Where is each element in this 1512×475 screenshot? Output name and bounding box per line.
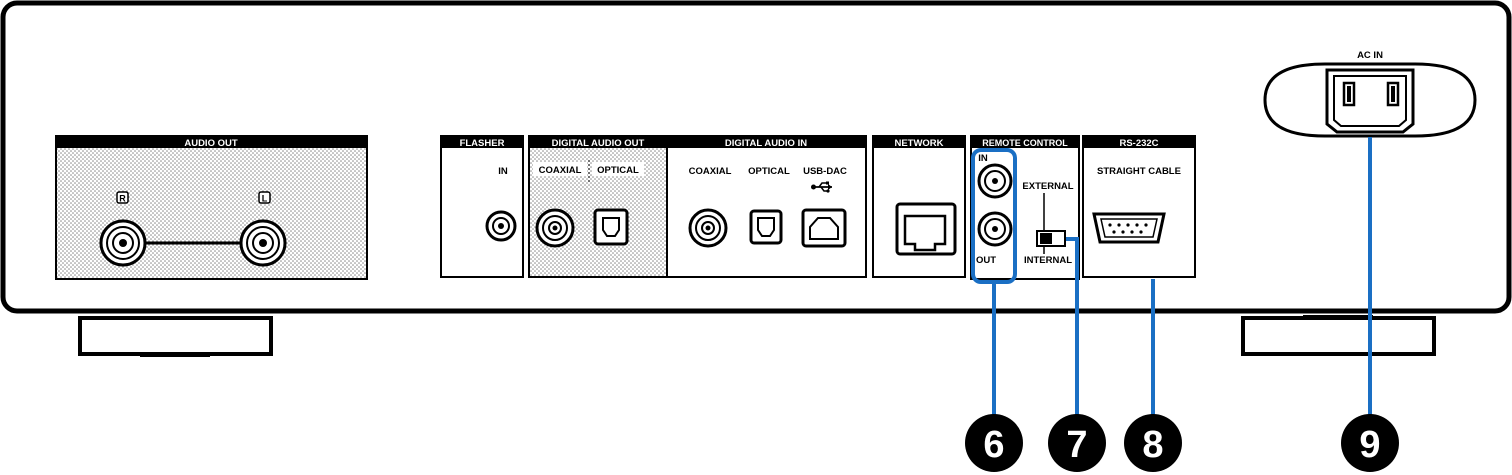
callout-9-number: 9 [1359, 424, 1380, 466]
remote-out-jack[interactable] [977, 211, 1013, 247]
callout-7-number: 7 [1066, 424, 1087, 466]
audio-out-panel: AUDIO OUT R L [55, 135, 368, 280]
usb-dac-port[interactable] [801, 208, 847, 248]
digital-audio-in-panel: DIGITAL AUDIO IN COAXIAL OPTICAL USB-DAC [666, 135, 867, 278]
network-panel: NETWORK [872, 135, 966, 278]
rca-jack-right[interactable] [99, 219, 147, 267]
callout-7: 7 [1048, 414, 1106, 472]
callout-lines [971, 137, 1372, 428]
callout-6: 6 [965, 414, 1023, 472]
flasher-in-jack[interactable] [485, 210, 517, 242]
digital-in-optical-jack[interactable] [749, 209, 783, 245]
digital-audio-out-panel: DIGITAL AUDIO OUT COAXIAL OPTICAL [528, 135, 668, 278]
rs232c-panel: RS-232C STRAIGHT CABLE [1082, 135, 1196, 278]
rs232c-straight-cable-label: STRAIGHT CABLE [1097, 166, 1181, 177]
digital-in-coaxial-label: COAXIAL [689, 166, 732, 177]
network-header: NETWORK [894, 138, 943, 149]
remote-internal-label: INTERNAL [1024, 255, 1072, 266]
ac-in-label: AC IN [1357, 50, 1383, 61]
remote-out-label: OUT [976, 255, 996, 266]
rs232c-port[interactable] [1092, 212, 1166, 244]
digital-audio-in-header: DIGITAL AUDIO IN [725, 138, 807, 149]
remote-in-jack[interactable] [977, 163, 1013, 199]
rca-jack-left[interactable] [239, 219, 287, 267]
digital-out-coaxial-jack[interactable] [535, 208, 575, 248]
remote-in-label: IN [978, 153, 988, 164]
rs232c-header: RS-232C [1119, 138, 1158, 149]
flasher-in-label: IN [498, 166, 508, 177]
digital-out-optical-label: OPTICAL [597, 165, 639, 176]
audio-out-l-label: L [262, 194, 268, 204]
digital-in-optical-label: OPTICAL [748, 166, 790, 177]
remote-external-label: EXTERNAL [1022, 181, 1073, 192]
audio-out-header: AUDIO OUT [184, 138, 238, 149]
callout-7-leader [1066, 237, 1079, 428]
digital-audio-out-header: DIGITAL AUDIO OUT [552, 138, 645, 149]
remote-control-header: REMOTE CONTROL [982, 138, 1068, 148]
flasher-header: FLASHER [460, 138, 505, 149]
ethernet-port[interactable] [895, 202, 957, 256]
ac-in-panel: AC IN [1263, 50, 1477, 138]
callout-9: 9 [1341, 414, 1399, 472]
digital-out-coaxial-label: COAXIAL [539, 165, 582, 176]
digital-in-coaxial-jack[interactable] [688, 208, 728, 248]
digital-in-usb-dac-label: USB-DAC [803, 166, 847, 177]
right-foot [1241, 315, 1436, 356]
callout-6-number: 6 [983, 424, 1004, 466]
audio-out-r-label: R [119, 194, 126, 204]
digital-out-optical-jack[interactable] [593, 208, 629, 246]
usb-icon [811, 181, 832, 193]
external-internal-switch[interactable] [1036, 230, 1066, 247]
remote-control-panel: REMOTE CONTROL IN OUT EXTERNAL INTERNAL [970, 135, 1080, 280]
callout-8-number: 8 [1142, 424, 1163, 466]
callout-8: 8 [1124, 414, 1182, 472]
ac-inlet[interactable] [1325, 68, 1415, 134]
flasher-panel: FLASHER IN [440, 135, 524, 278]
left-foot [78, 316, 273, 357]
